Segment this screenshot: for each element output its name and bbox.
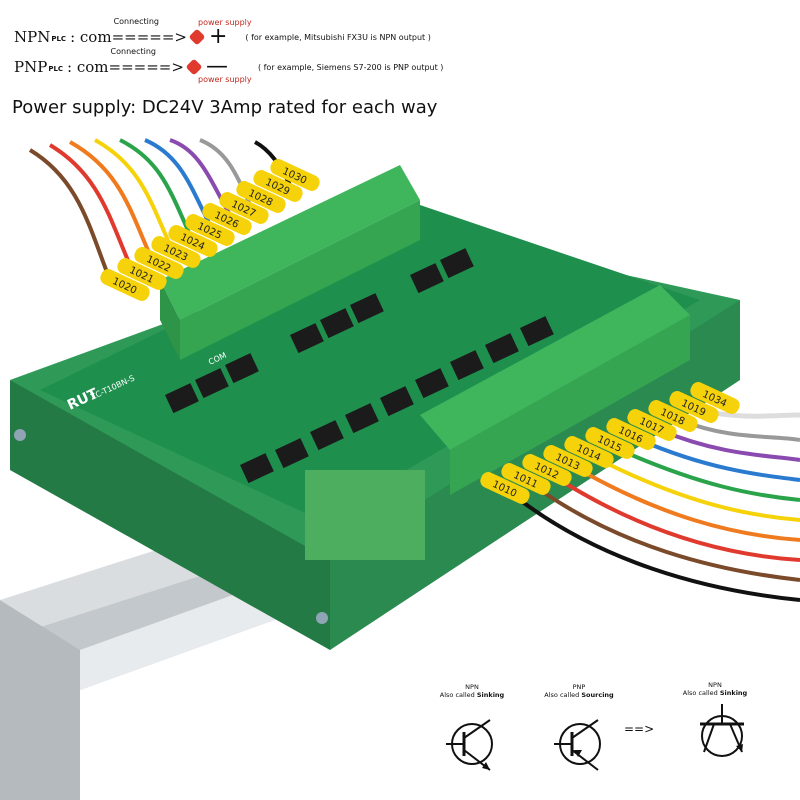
diagram-npn2-title: NPN	[708, 681, 722, 689]
pnp-row: PNP PLC : com Connecting=====> — ( for e…	[14, 47, 444, 79]
product-photo: RUT ZC-T10BN-S COM	[0, 138, 800, 800]
npn-arrow: Connecting=====>	[111, 17, 187, 46]
npn-note: ( for example, Mitsubishi FX3U is NPN ou…	[245, 32, 431, 42]
pnp-minus-sign: —	[205, 54, 228, 79]
npn-transistor-alt-icon	[700, 704, 744, 757]
equivalence-arrow: ==>	[624, 722, 655, 736]
npn-power-supply-label: power supply	[198, 18, 252, 27]
npn-port: : com	[70, 28, 112, 46]
pnp-terminal-dot-icon	[185, 58, 203, 76]
pcb-board: RUT ZC-T10BN-S COM	[40, 205, 700, 520]
power-connector	[305, 470, 425, 560]
pnp-plc-sub: PLC	[48, 65, 64, 73]
pnp-port: : com	[67, 58, 109, 76]
screw-icon	[14, 429, 26, 441]
pnp-connecting-label: Connecting	[110, 47, 156, 56]
npn-plc-sub: PLC	[51, 35, 67, 43]
npn-plus-sign: +	[208, 24, 228, 49]
npn-terminal-dot-icon	[188, 28, 206, 46]
pnp-transistor-icon	[554, 719, 601, 771]
pnp-label: PNP	[14, 58, 48, 76]
power-supply-heading: Power supply: DC24V 3Amp rated for each …	[12, 97, 438, 118]
optocouplers	[165, 248, 554, 484]
terminal-block-top	[160, 165, 420, 360]
diagram-npn-subtitle: Also called	[439, 690, 475, 699]
diagram-pnp-title: PNP	[572, 683, 586, 691]
diagram-npn2-mode: Sinking	[719, 688, 748, 697]
terminal-block-right	[420, 285, 690, 495]
npn-connecting-label: Connecting	[113, 17, 160, 26]
diagram-npn-title: NPN	[465, 683, 479, 691]
diagram-npn2-subtitle: Also called	[682, 688, 718, 697]
diagram-npn-label: NPN Also called Sinking	[437, 683, 507, 700]
pnp-note: ( for example, Siemens S7-200 is PNP out…	[257, 62, 444, 72]
screw-icon	[316, 612, 328, 624]
npn-label: NPN	[14, 28, 51, 46]
npn-row: NPN PLC : com Connecting=====> + ( for e…	[14, 17, 431, 49]
diagram-npn-mode: Sinking	[476, 690, 505, 699]
pnp-power-supply-label: power supply	[198, 75, 252, 84]
diagram-pnp-mode: Sourcing	[581, 690, 614, 699]
wires-right	[518, 407, 800, 602]
wire-tags-right: 1010101110121013101410151016101710181019…	[480, 382, 740, 504]
pnp-arrow: Connecting=====>	[108, 47, 184, 76]
diagram-npn2-label: NPN Also called Sinking	[680, 681, 750, 698]
diagram-pnp-subtitle: Also called	[544, 690, 580, 699]
diagram-pnp-label: PNP Also called Sourcing	[544, 683, 614, 700]
npn-transistor-icon	[446, 719, 493, 771]
